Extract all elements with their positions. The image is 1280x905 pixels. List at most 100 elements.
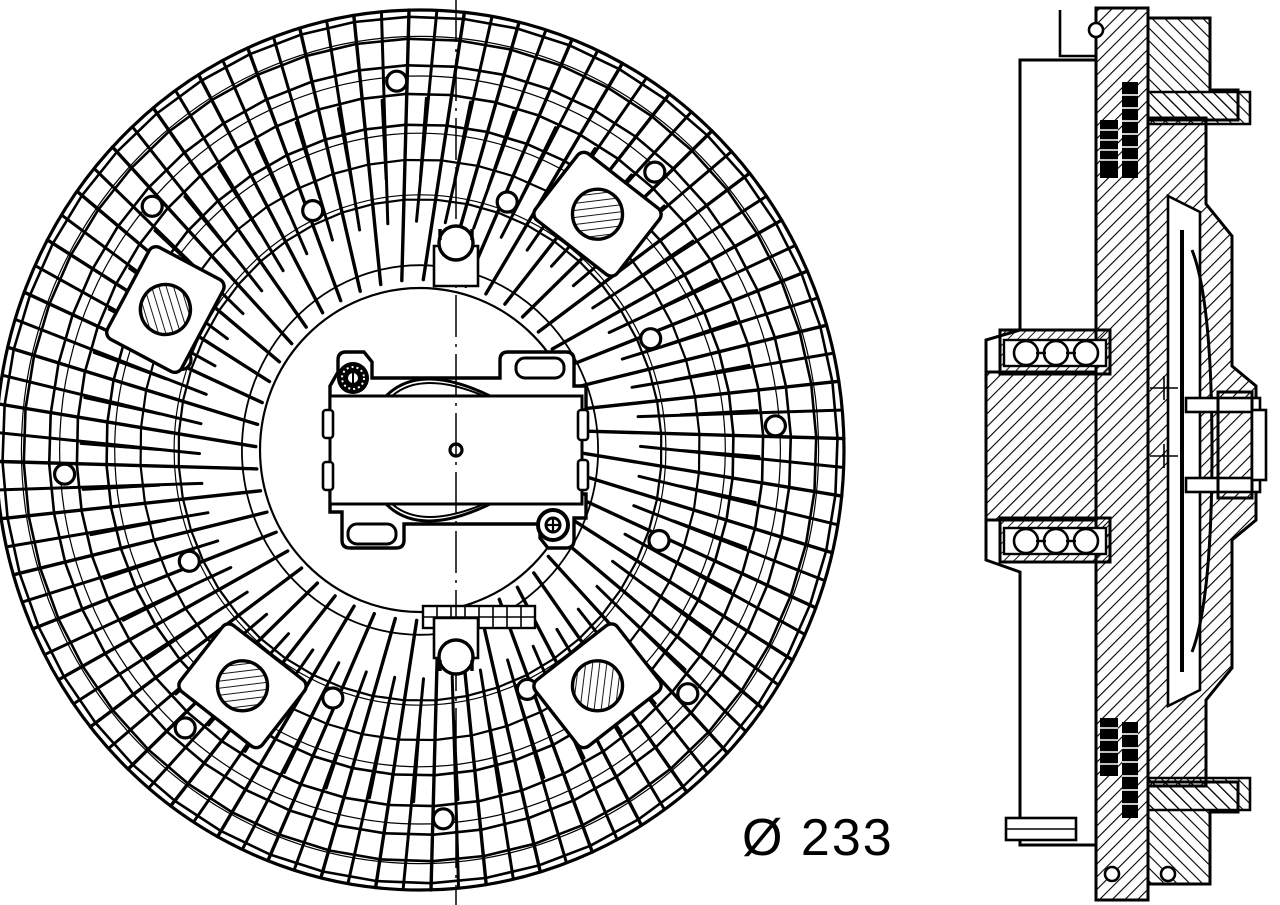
fan-cross-rib bbox=[359, 92, 407, 101]
fan-cross-rib bbox=[274, 738, 316, 758]
fan-cross-rib bbox=[617, 67, 667, 101]
fan-cross-rib bbox=[248, 33, 303, 56]
valve-detail bbox=[1184, 390, 1268, 500]
fan-cross-rib bbox=[511, 174, 548, 192]
fan-cross-rib bbox=[166, 574, 187, 610]
fan-cross-rib bbox=[335, 823, 387, 835]
fan-cross-rib bbox=[177, 464, 184, 500]
fan-cross-rib bbox=[525, 657, 555, 677]
fan-cross-rib bbox=[434, 734, 473, 742]
fan-rib-stub bbox=[79, 442, 159, 451]
fan-rib-long bbox=[0, 402, 258, 449]
fan-cross-rib bbox=[692, 471, 701, 511]
fan-cross-rib bbox=[658, 238, 686, 276]
fan-cross-rib bbox=[705, 134, 746, 179]
fan-cross-rib bbox=[182, 367, 193, 402]
shaft-arc-top-outer bbox=[384, 377, 491, 398]
fan-cross-rib bbox=[407, 15, 465, 21]
fan-rib-stub bbox=[89, 518, 168, 537]
fan-cross-rib bbox=[165, 175, 201, 211]
fan-cross-rib bbox=[231, 811, 282, 837]
fan-cross-rib bbox=[627, 612, 653, 645]
fan-rib-stub bbox=[254, 140, 291, 215]
rivet-hole-outer bbox=[173, 716, 197, 740]
fan-rib-stub bbox=[452, 719, 460, 802]
fan-cross-rib bbox=[356, 64, 408, 72]
fan-cross-rib bbox=[132, 694, 169, 734]
hub-tab-left-upper bbox=[321, 408, 335, 440]
fan-cross-rib bbox=[501, 73, 551, 91]
band-circle-1 bbox=[173, 194, 667, 706]
fan-cross-rib bbox=[818, 325, 834, 384]
fan-cross-rib bbox=[831, 380, 839, 440]
fan-cross-rib bbox=[62, 675, 97, 725]
fan-cross-rib bbox=[139, 464, 147, 505]
fan-cross-rib bbox=[210, 228, 239, 258]
fan-cross-rib bbox=[96, 283, 117, 329]
fan-cross-rib bbox=[354, 37, 409, 46]
fan-cross-rib bbox=[104, 653, 136, 697]
fan-cross-rib bbox=[155, 677, 189, 714]
fan-cross-rib bbox=[299, 20, 356, 36]
fan-cross-rib bbox=[300, 783, 347, 800]
fan-rib-long bbox=[536, 171, 752, 334]
fan-cross-rib bbox=[37, 625, 66, 679]
fan-cross-rib bbox=[1, 403, 6, 464]
rivet-hole-group bbox=[52, 69, 788, 831]
fan-cross-rib bbox=[139, 389, 148, 429]
fan-cross-rib bbox=[727, 390, 735, 436]
fan-cross-rib bbox=[155, 79, 203, 115]
fan-rib-stub bbox=[672, 363, 751, 382]
fan-cross-rib bbox=[730, 298, 750, 345]
fan-rib-stub bbox=[661, 553, 733, 592]
fan-rib-short bbox=[15, 318, 208, 396]
fan-cross-rib bbox=[553, 240, 582, 263]
fan-rib-short bbox=[611, 559, 779, 686]
hub-mass-section bbox=[984, 370, 1098, 522]
fan-rib-stub bbox=[679, 484, 757, 504]
fan-rib-long bbox=[352, 13, 383, 287]
fan-rib-long bbox=[464, 37, 574, 288]
fan-cross-rib bbox=[69, 208, 100, 257]
fan-cross-rib bbox=[477, 788, 525, 803]
fan-cross-rib bbox=[650, 634, 680, 671]
fan-cross-rib bbox=[684, 358, 697, 398]
band-circle-3 bbox=[59, 75, 781, 825]
fan-rib-long bbox=[484, 61, 625, 296]
cover-rim-upper bbox=[1146, 90, 1252, 126]
fan-cross-rib bbox=[182, 122, 225, 155]
hub-tab-right-lower bbox=[576, 458, 590, 492]
fan-rib-short bbox=[401, 677, 425, 889]
centerline-boss-top bbox=[432, 224, 480, 288]
pad-upper-right bbox=[532, 150, 663, 278]
fan-rib-stub bbox=[324, 712, 353, 790]
pad-upper-left bbox=[105, 244, 226, 375]
fan-rib-stub bbox=[486, 712, 504, 793]
fan-rib-stub bbox=[418, 96, 428, 179]
fan-cross-rib bbox=[740, 643, 771, 692]
fan-cross-rib bbox=[216, 174, 252, 203]
fan-rib-stub bbox=[283, 700, 321, 775]
rivet-hole-outer bbox=[676, 682, 700, 706]
fan-cross-rib bbox=[756, 655, 789, 706]
fan-cross-rib bbox=[573, 774, 619, 802]
fan-cross-rib bbox=[723, 571, 744, 617]
fan-cross-rib bbox=[105, 464, 113, 510]
fan-cross-rib bbox=[690, 148, 729, 191]
fan-rib-stub bbox=[518, 700, 546, 779]
fan-cross-rib bbox=[91, 555, 110, 602]
fan-rib-short bbox=[175, 90, 285, 273]
fan-rib-long bbox=[266, 612, 376, 863]
pad-lower-left bbox=[177, 622, 308, 750]
fan-cross-rib bbox=[362, 123, 407, 131]
mounting-pad-group bbox=[105, 150, 663, 750]
fan-cross-rib bbox=[57, 617, 85, 669]
fan-rib-short bbox=[415, 11, 439, 223]
hub-tab-left-lower bbox=[321, 460, 335, 492]
fan-cross-rib bbox=[181, 497, 192, 532]
fan-rib-stub bbox=[646, 585, 712, 633]
fan-rib-long bbox=[576, 495, 818, 610]
fan-cross-rib bbox=[824, 493, 837, 553]
fan-cross-rib bbox=[721, 703, 760, 750]
fan-cross-rib bbox=[627, 767, 673, 801]
